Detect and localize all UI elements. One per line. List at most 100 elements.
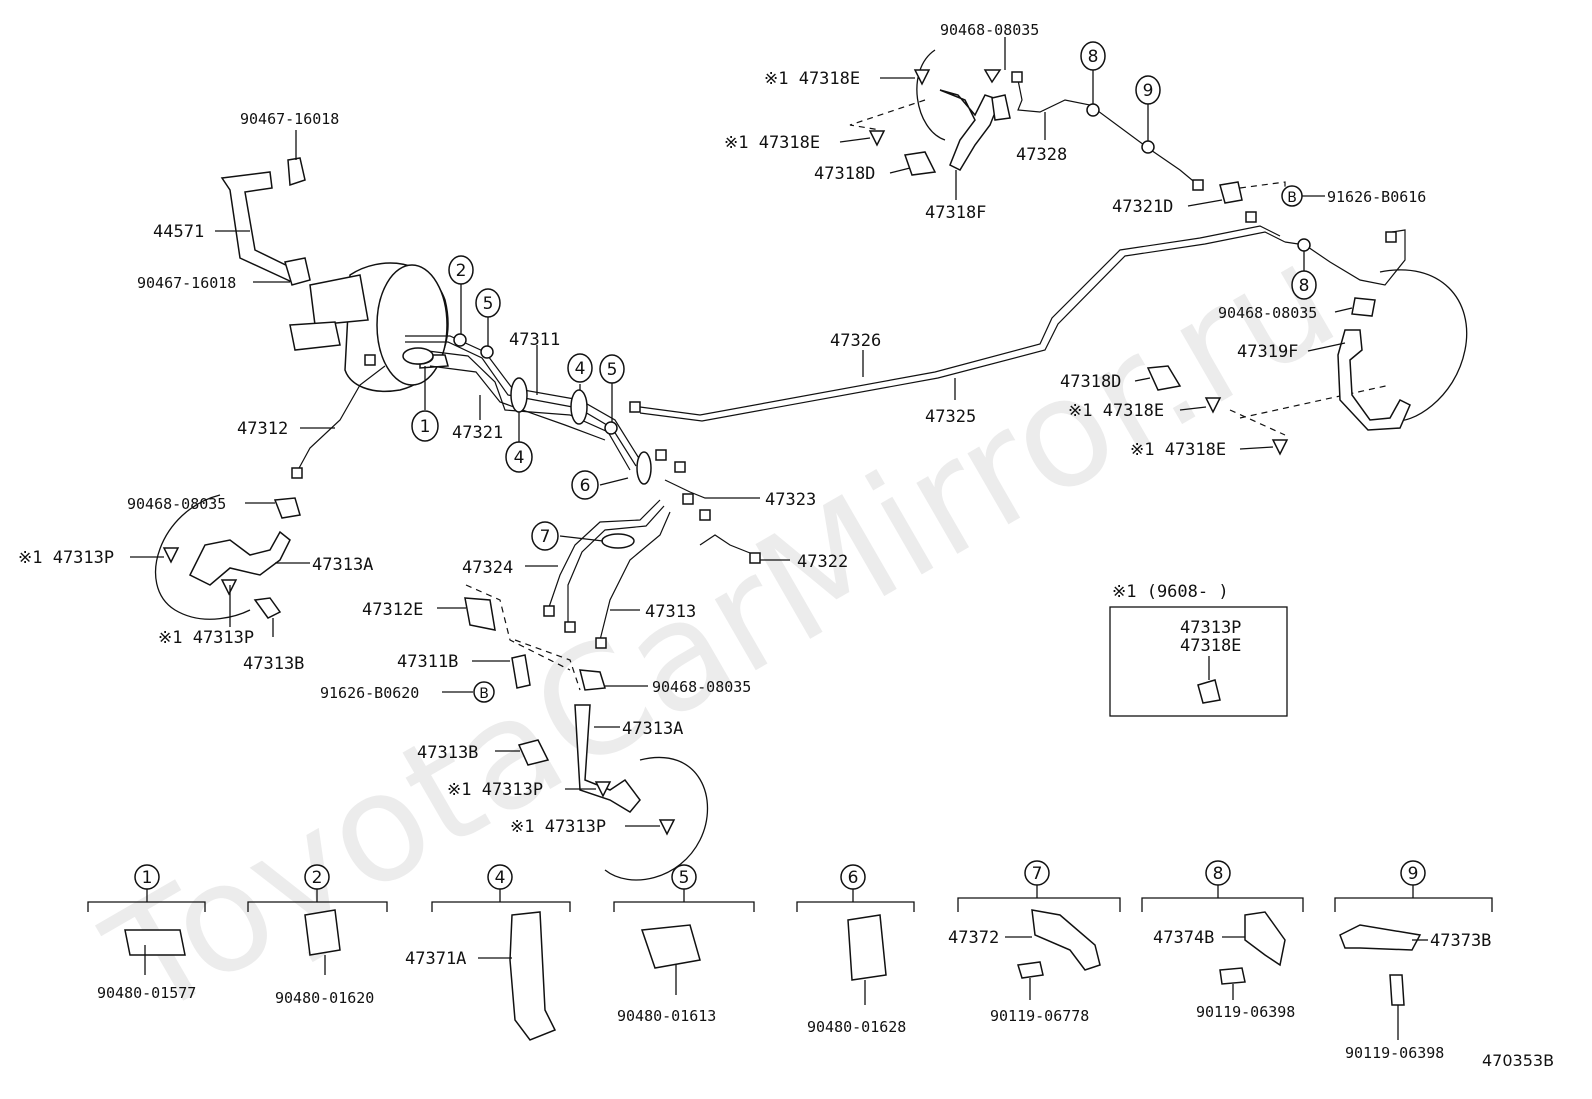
clamp-9-num: 9 bbox=[1408, 864, 1419, 884]
note-part-2: 47318E bbox=[1180, 636, 1241, 656]
label-47322: 47322 bbox=[797, 552, 848, 572]
callout-6: 6 bbox=[580, 476, 591, 496]
label-44571: 44571 bbox=[153, 222, 204, 242]
diagram-code: 470353B bbox=[1482, 1051, 1554, 1070]
clamp-9-part: 47373B bbox=[1430, 931, 1491, 951]
vacuum-hose-44571 bbox=[220, 157, 311, 286]
center-bracket-group bbox=[464, 584, 581, 691]
callout-7: 7 bbox=[540, 527, 551, 547]
label-90467-16018-mid: 90467-16018 bbox=[137, 274, 236, 292]
label-47311: 47311 bbox=[509, 330, 560, 350]
label-90468-08035-center: 90468-08035 bbox=[652, 678, 751, 696]
clamp-8-num: 8 bbox=[1213, 864, 1224, 884]
brake-pipes bbox=[297, 79, 1406, 641]
part-labels: 90467-16018 44571 90467-16018 47312 4732… bbox=[18, 21, 1426, 837]
callout-4a: 4 bbox=[514, 448, 525, 468]
label-47321D: 47321D bbox=[1112, 197, 1173, 217]
label-90468-08035-right: 90468-08035 bbox=[1218, 304, 1317, 322]
clamp-4-num: 4 bbox=[495, 868, 506, 888]
label-47312E: 47312E bbox=[362, 600, 423, 620]
label-47313B-center: 47313B bbox=[417, 743, 478, 763]
clamp-7-part: 47372 bbox=[948, 928, 999, 948]
callout-8b: 8 bbox=[1299, 276, 1310, 296]
label-47312: 47312 bbox=[237, 419, 288, 439]
note-title: ※1 (9608- ) bbox=[1112, 582, 1229, 602]
clamp-detail-8: 8 47374B 90119-06398 bbox=[1141, 860, 1304, 1021]
note-box: ※1 (9608- ) 47313P 47318E bbox=[1109, 582, 1288, 717]
clamp-5-part: 90480-01613 bbox=[617, 1007, 716, 1025]
clamp-6-part: 90480-01628 bbox=[807, 1018, 906, 1036]
b-marker-right: B bbox=[1287, 190, 1297, 206]
clamp-5-num: 5 bbox=[679, 868, 690, 888]
callout-8a: 8 bbox=[1088, 47, 1099, 67]
pipe-clamp-markers bbox=[402, 103, 1311, 549]
clamp-9-bolt: 90119-06398 bbox=[1345, 1044, 1444, 1062]
right-front-wheel-group bbox=[517, 669, 709, 881]
b-marker-left: B bbox=[479, 686, 489, 702]
callout-1: 1 bbox=[420, 417, 431, 437]
clamp-detail-6: 6 90480-01628 bbox=[796, 864, 915, 1036]
label-47318D-right: 47318D bbox=[1060, 372, 1121, 392]
clamp-8-bolt: 90119-06398 bbox=[1196, 1003, 1295, 1021]
clamp-7-num: 7 bbox=[1032, 864, 1043, 884]
clamp-6-num: 6 bbox=[848, 868, 859, 888]
callout-5b: 5 bbox=[607, 360, 618, 380]
label-47313P-center-2: ※1 47313P bbox=[510, 817, 606, 837]
note-part-1: 47313P bbox=[1180, 618, 1241, 638]
callout-9: 9 bbox=[1143, 81, 1154, 101]
label-47323: 47323 bbox=[765, 490, 816, 510]
label-90468-08035-left: 90468-08035 bbox=[127, 495, 226, 513]
clamp-detail-9: 9 47373B 90119-06398 bbox=[1334, 860, 1493, 1062]
leader-lines bbox=[130, 37, 1353, 827]
clamp-detail-1: 1 90480-01577 bbox=[87, 864, 206, 1002]
label-47324: 47324 bbox=[462, 558, 513, 578]
label-47318E-top-1: ※1 47318E bbox=[764, 69, 860, 89]
clamp-detail-2: 2 90480-01620 bbox=[247, 864, 388, 1007]
rear-left-hose-group bbox=[849, 49, 1011, 176]
b-markers: B B bbox=[473, 185, 1303, 703]
note-frame bbox=[1109, 606, 1288, 717]
callout-circles: 1 2 4 4 5 5 6 7 8 8 9 bbox=[411, 41, 1317, 551]
clamp-detail-4: 4 47371A bbox=[405, 864, 571, 1041]
rear-right-wheel-group bbox=[1146, 181, 1468, 456]
label-91626-B0616: 91626-B0616 bbox=[1327, 188, 1426, 206]
label-47313P-center-1: ※1 47313P bbox=[447, 780, 543, 800]
clamp-details: 1 90480-01577 2 90480-01620 4 47371A bbox=[87, 860, 1493, 1062]
label-47326: 47326 bbox=[830, 331, 881, 351]
label-47328: 47328 bbox=[1016, 145, 1067, 165]
label-47313P-left-2: ※1 47313P bbox=[158, 628, 254, 648]
clamp-detail-5: 5 90480-01613 bbox=[613, 864, 755, 1025]
left-front-wheel-group bbox=[154, 494, 301, 620]
label-91626-B0620: 91626-B0620 bbox=[320, 684, 419, 702]
clamp-1-part: 90480-01577 bbox=[97, 984, 196, 1002]
label-47318F: 47318F bbox=[925, 203, 986, 223]
label-47313P-left-1: ※1 47313P bbox=[18, 548, 114, 568]
clamp-2-part: 90480-01620 bbox=[275, 989, 374, 1007]
callout-5a: 5 bbox=[483, 294, 494, 314]
label-47313A-center: 47313A bbox=[622, 719, 683, 739]
label-47318E-top-2: ※1 47318E bbox=[724, 133, 820, 153]
label-47325: 47325 bbox=[925, 407, 976, 427]
label-47318D-top: 47318D bbox=[814, 164, 875, 184]
pipe-fittings bbox=[291, 71, 1397, 649]
brake-booster-assembly bbox=[289, 262, 449, 392]
label-47318E-right-2: ※1 47318E bbox=[1130, 440, 1226, 460]
clamp-detail-7: 7 47372 90119-06778 bbox=[948, 860, 1121, 1025]
clamp-8-part: 47374B bbox=[1153, 928, 1214, 948]
callout-2: 2 bbox=[456, 261, 467, 281]
clamp-2-num: 2 bbox=[312, 868, 323, 888]
label-47313: 47313 bbox=[645, 602, 696, 622]
label-90468-08035-top: 90468-08035 bbox=[940, 21, 1039, 39]
label-47318E-right-1: ※1 47318E bbox=[1068, 401, 1164, 421]
label-47313B-left: 47313B bbox=[243, 654, 304, 674]
label-47311B: 47311B bbox=[397, 652, 458, 672]
label-47319F: 47319F bbox=[1237, 342, 1298, 362]
label-47313A-left: 47313A bbox=[312, 555, 373, 575]
clamp-1-num: 1 bbox=[142, 868, 153, 888]
label-90467-16018-top: 90467-16018 bbox=[240, 110, 339, 128]
label-47321: 47321 bbox=[452, 423, 503, 443]
clamp-7-bolt: 90119-06778 bbox=[990, 1007, 1089, 1025]
clamp-4-part: 47371A bbox=[405, 949, 466, 969]
callout-4b: 4 bbox=[575, 359, 586, 379]
